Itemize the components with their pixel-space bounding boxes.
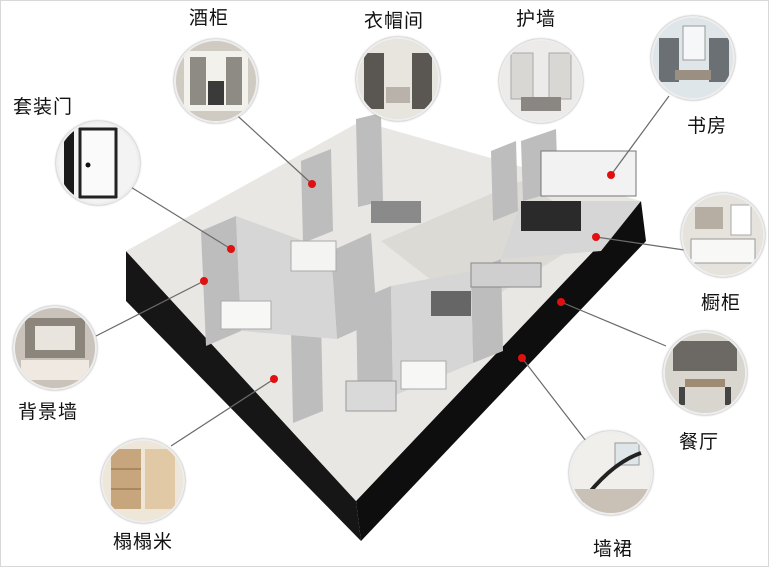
cloakroom-image (358, 39, 438, 119)
label-cabinet: 橱柜 (701, 292, 742, 314)
thumb-cabinet (681, 193, 765, 277)
thumb-tatami (101, 439, 185, 523)
wine-cabinet-image (176, 41, 256, 121)
marker-study (607, 171, 615, 179)
marker-cabinet (592, 233, 600, 241)
label-tatami: 榻榻米 (113, 531, 174, 553)
marker-tatami (270, 375, 278, 383)
door-set-image (58, 123, 138, 203)
label-study: 书房 (687, 115, 728, 137)
background-wall-image (15, 308, 95, 388)
wall-guard-image (501, 41, 581, 121)
label-background-wall: 背景墙 (18, 401, 79, 423)
label-door-set: 套装门 (13, 96, 74, 118)
label-wine-cabinet: 酒柜 (189, 7, 230, 29)
thumb-dining (663, 331, 747, 415)
marker-wainscot (518, 354, 526, 362)
leader-lines (95, 95, 692, 447)
marker-wine-cabinet (308, 180, 316, 188)
furniture (220, 150, 637, 412)
thumb-door-set (56, 121, 140, 205)
cabinet-image (683, 195, 763, 275)
thumb-study (651, 16, 735, 100)
wainscot-image (571, 433, 651, 513)
markers (200, 171, 615, 383)
study-image (653, 18, 733, 98)
marker-door-set (227, 245, 235, 253)
tatami-image (103, 441, 183, 521)
label-wall-guard: 护墙 (516, 8, 557, 30)
thumb-wainscot (569, 431, 653, 515)
outer-wall-front (356, 201, 646, 541)
label-wainscot: 墙裙 (593, 538, 634, 560)
marker-background-wall (200, 277, 208, 285)
thumb-cloakroom (356, 37, 440, 121)
thumb-wall-guard (499, 39, 583, 123)
thumb-wine-cabinet (174, 39, 258, 123)
thumb-background-wall (13, 306, 97, 390)
marker-dining (557, 298, 565, 306)
outer-wall-left (126, 251, 361, 541)
label-dining: 餐厅 (679, 431, 720, 453)
dining-image (665, 333, 745, 413)
label-cloakroom: 衣帽间 (364, 10, 425, 32)
